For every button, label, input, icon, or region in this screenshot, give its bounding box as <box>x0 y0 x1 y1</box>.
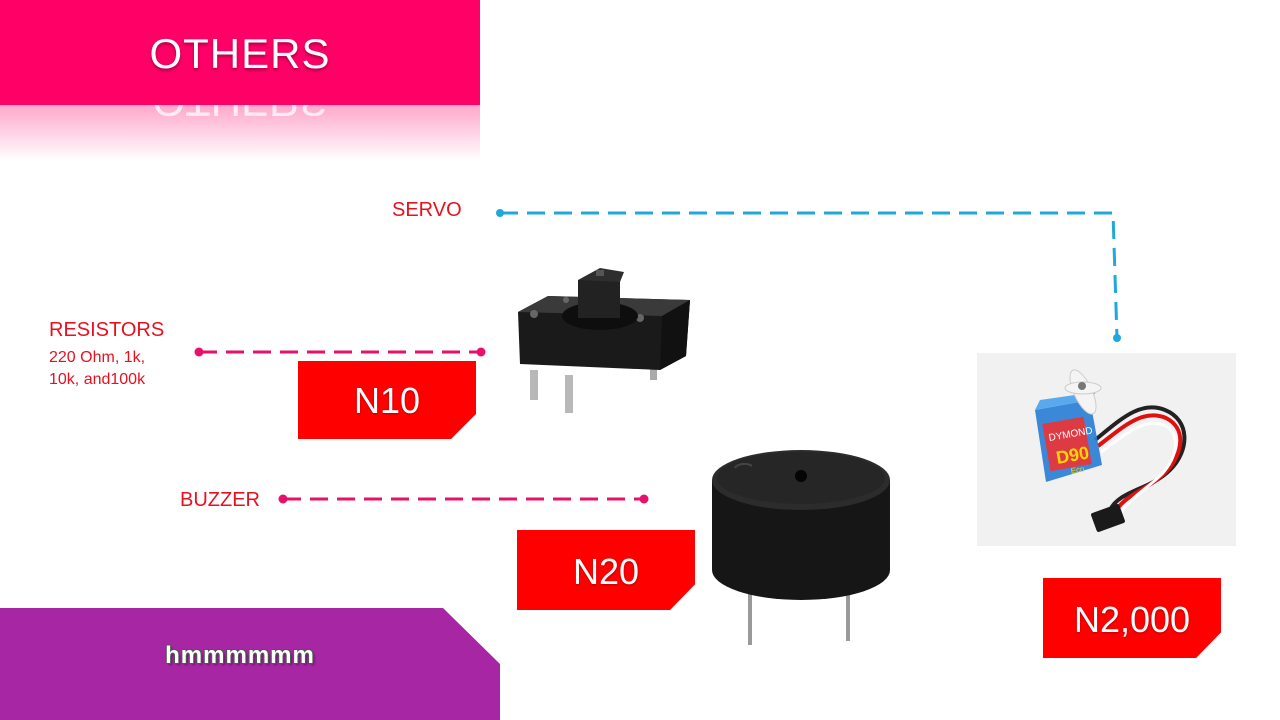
title-banner <box>0 0 480 105</box>
servo-label: SERVO <box>392 199 462 221</box>
bottom-banner <box>0 608 500 720</box>
buzzer-connector <box>278 494 649 504</box>
servo-image: DYMOND D90 Eco <box>977 353 1236 546</box>
servo-sub-text: Eco <box>1070 464 1086 475</box>
bottom-banner-text: hmmmmmm <box>165 642 315 669</box>
price-tag-resistors: N10 <box>298 361 476 439</box>
buzzer-label: BUZZER <box>180 489 260 511</box>
resistors-label: RESISTORS <box>49 319 165 341</box>
resistor-connector <box>194 347 486 357</box>
resistors-description-line: 10k, and100k <box>49 371 146 388</box>
price-tag-buzzer: N20 <box>517 530 695 610</box>
buzzer-image <box>712 450 890 645</box>
slide-title: OTHERS <box>149 30 331 77</box>
price-tag-servo: N2,000 <box>1043 578 1221 658</box>
push-button-image <box>518 268 690 413</box>
resistors-description: 220 Ohm, 1k, 10k, and100k <box>49 347 209 391</box>
servo-connector <box>496 209 1121 342</box>
resistors-description-line: 220 Ohm, 1k, <box>49 349 146 366</box>
title-reflection: OTHERS <box>0 105 480 160</box>
